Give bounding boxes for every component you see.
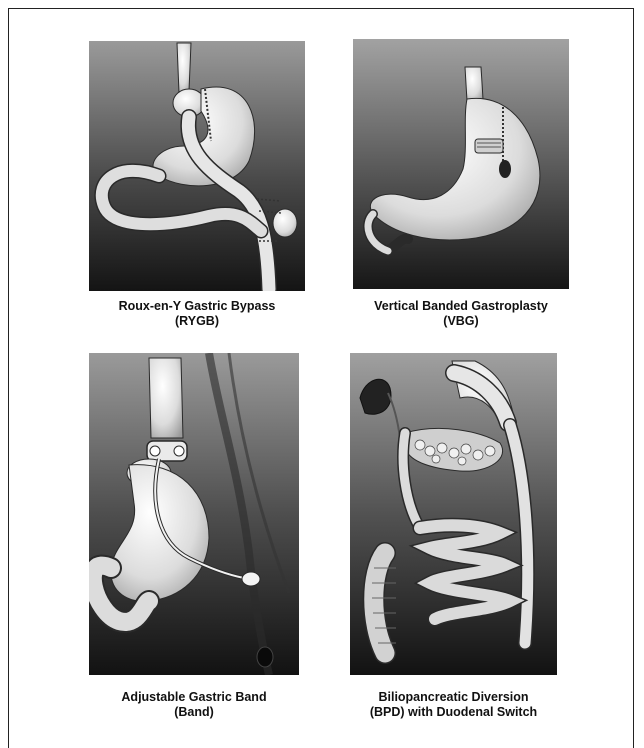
bpd-caption-line2: (BPD) with Duodenal Switch	[350, 705, 557, 720]
band-caption-line1: Adjustable Gastric Band	[89, 690, 299, 705]
rygb-caption: Roux-en-Y Gastric Bypass (RYGB)	[89, 299, 305, 329]
vbg-caption-line1: Vertical Banded Gastroplasty	[353, 299, 569, 314]
bpd-caption-line1: Biliopancreatic Diversion	[350, 690, 557, 705]
bpd-caption: Biliopancreatic Diversion (BPD) with Duo…	[350, 690, 557, 720]
vbg-caption-line2: (VBG)	[353, 314, 569, 329]
rygb-caption-line1: Roux-en-Y Gastric Bypass	[89, 299, 305, 314]
vbg-illustration	[353, 39, 569, 289]
figure-frame: Roux-en-Y Gastric Bypass (RYGB)	[8, 8, 634, 748]
band-caption: Adjustable Gastric Band (Band)	[89, 690, 299, 720]
rygb-caption-line2: (RYGB)	[89, 314, 305, 329]
band-caption-line2: (Band)	[89, 705, 299, 720]
band-illustration	[89, 353, 299, 675]
bpd-illustration	[350, 353, 557, 675]
rygb-illustration	[89, 41, 305, 291]
vbg-caption: Vertical Banded Gastroplasty (VBG)	[353, 299, 569, 329]
